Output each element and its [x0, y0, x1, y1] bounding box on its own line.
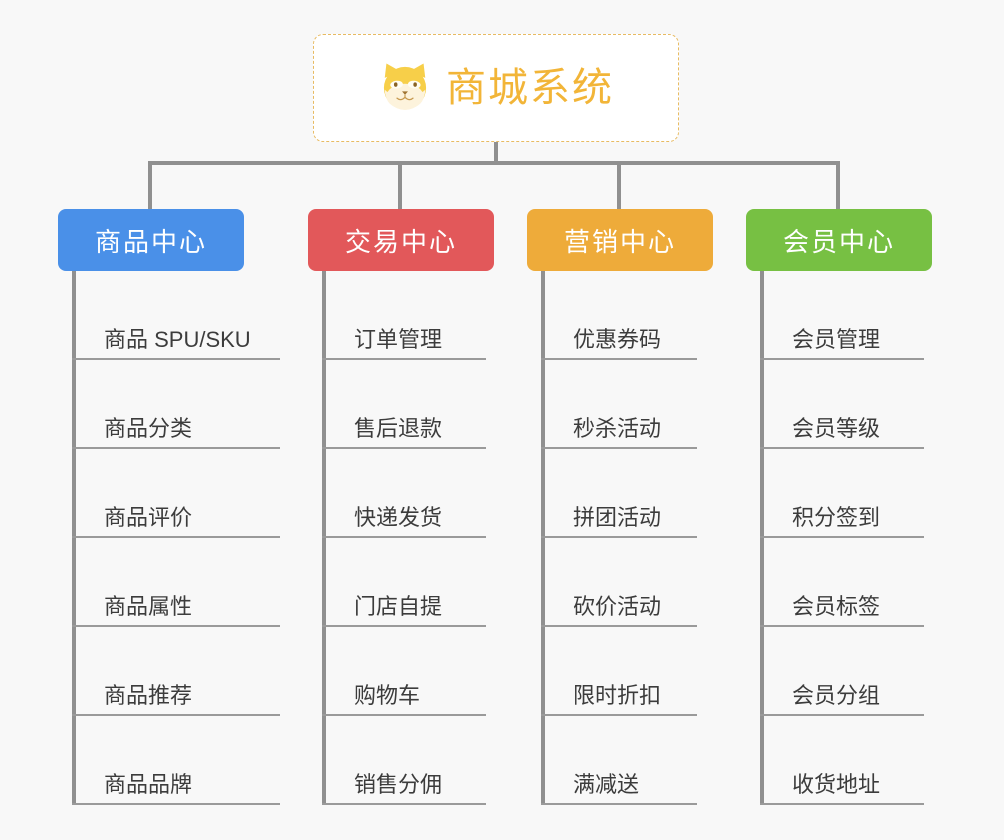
leaf-label: 门店自提: [354, 593, 443, 619]
leaf-label: 售后退款: [354, 415, 443, 441]
root-node[interactable]: 商城系统: [313, 34, 679, 142]
list-item[interactable]: 限时折扣: [541, 627, 697, 716]
connector-horizontal-bus: [148, 161, 840, 165]
column-2: 交易中心 订单管理 售后退款 快递发货 门店自提 购物车 销售分佣: [308, 209, 528, 805]
leaf-label: 商品 SPU/SKU: [104, 326, 251, 352]
leaf-label: 秒杀活动: [573, 415, 662, 441]
leaf-label: 优惠券码: [573, 326, 662, 352]
connector-drop-1: [148, 161, 152, 209]
leaf-label: 限时折扣: [573, 682, 662, 708]
list-item[interactable]: 砍价活动: [541, 538, 697, 627]
leaf-label: 会员等级: [792, 415, 881, 441]
list-item[interactable]: 商品推荐: [72, 627, 280, 716]
connector-drop-2: [398, 161, 402, 209]
list-item[interactable]: 销售分佣: [322, 716, 486, 805]
connector-drop-4: [836, 161, 840, 209]
list-item[interactable]: 满减送: [541, 716, 697, 805]
list-item[interactable]: 拼团活动: [541, 449, 697, 538]
column-1: 商品中心 商品 SPU/SKU 商品分类 商品评价 商品属性 商品推荐 商品品牌: [58, 209, 280, 805]
leaf-label: 满减送: [573, 771, 640, 797]
connector-drop-3: [617, 161, 621, 209]
leaf-label: 快递发货: [354, 504, 443, 530]
leaf-label: 拼团活动: [573, 504, 662, 530]
leaf-label: 商品推荐: [104, 682, 193, 708]
list-item[interactable]: 商品评价: [72, 449, 280, 538]
leaf-label: 销售分佣: [354, 771, 443, 797]
column-3: 营销中心 优惠券码 秒杀活动 拼团活动 砍价活动 限时折扣 满减送: [527, 209, 747, 805]
leaf-label: 积分签到: [792, 504, 881, 530]
leaf-label: 购物车: [354, 682, 421, 708]
root-title: 商城系统: [446, 66, 614, 110]
connector-root-stem: [494, 142, 498, 164]
list-item[interactable]: 会员等级: [760, 360, 924, 449]
leaf-label: 收货地址: [792, 771, 881, 797]
leaf-label: 商品分类: [104, 415, 193, 441]
leaf-list-2: 订单管理 售后退款 快递发货 门店自提 购物车 销售分佣: [322, 271, 486, 805]
list-item[interactable]: 会员标签: [760, 538, 924, 627]
list-item[interactable]: 会员管理: [760, 271, 924, 360]
list-item[interactable]: 订单管理: [322, 271, 486, 360]
leaf-label: 会员管理: [792, 326, 881, 352]
list-item[interactable]: 积分签到: [760, 449, 924, 538]
leaf-label: 商品属性: [104, 593, 193, 619]
list-item[interactable]: 售后退款: [322, 360, 486, 449]
shiba-dog-icon: [378, 61, 432, 115]
category-header-3[interactable]: 营销中心: [527, 209, 713, 271]
leaf-label: 商品评价: [104, 504, 193, 530]
category-header-1[interactable]: 商品中心: [58, 209, 244, 271]
list-item[interactable]: 商品品牌: [72, 716, 280, 805]
list-item[interactable]: 商品属性: [72, 538, 280, 627]
column-4: 会员中心 会员管理 会员等级 积分签到 会员标签 会员分组 收货地址: [746, 209, 966, 805]
leaf-list-1: 商品 SPU/SKU 商品分类 商品评价 商品属性 商品推荐 商品品牌: [72, 271, 280, 805]
list-item[interactable]: 优惠券码: [541, 271, 697, 360]
list-item[interactable]: 秒杀活动: [541, 360, 697, 449]
list-item[interactable]: 会员分组: [760, 627, 924, 716]
list-item[interactable]: 购物车: [322, 627, 486, 716]
leaf-list-4: 会员管理 会员等级 积分签到 会员标签 会员分组 收货地址: [760, 271, 924, 805]
list-item[interactable]: 快递发货: [322, 449, 486, 538]
leaf-label: 会员分组: [792, 682, 881, 708]
leaf-label: 会员标签: [792, 593, 881, 619]
leaf-label: 砍价活动: [573, 593, 662, 619]
leaf-label: 商品品牌: [104, 771, 193, 797]
leaf-list-3: 优惠券码 秒杀活动 拼团活动 砍价活动 限时折扣 满减送: [541, 271, 697, 805]
category-header-4[interactable]: 会员中心: [746, 209, 932, 271]
category-header-2[interactable]: 交易中心: [308, 209, 494, 271]
list-item[interactable]: 商品 SPU/SKU: [72, 271, 280, 360]
list-item[interactable]: 收货地址: [760, 716, 924, 805]
list-item[interactable]: 商品分类: [72, 360, 280, 449]
leaf-label: 订单管理: [354, 326, 443, 352]
list-item[interactable]: 门店自提: [322, 538, 486, 627]
